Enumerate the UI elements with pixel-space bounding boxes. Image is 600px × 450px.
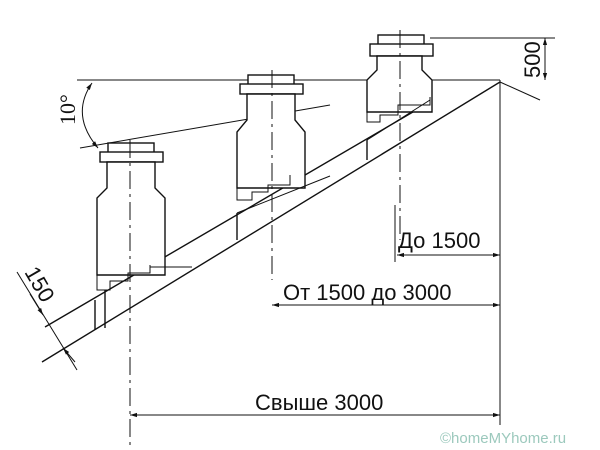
angle-arc <box>81 82 99 149</box>
thickness-dimension: 150 <box>16 262 78 371</box>
label-up-to-1500: До 1500 <box>398 228 480 253</box>
label-1500-to-3000: От 1500 до 3000 <box>283 280 451 305</box>
angle-label: 10° <box>55 94 80 125</box>
chimney-near <box>94 142 192 330</box>
chimney-middle <box>236 74 331 240</box>
watermark: ©homeMYhome.ru <box>440 430 566 447</box>
label-over-3000: Свыше 3000 <box>255 390 383 415</box>
height-dimension: 500 <box>430 37 555 80</box>
svg-text:500: 500 <box>520 41 545 78</box>
svg-text:150: 150 <box>20 262 60 306</box>
